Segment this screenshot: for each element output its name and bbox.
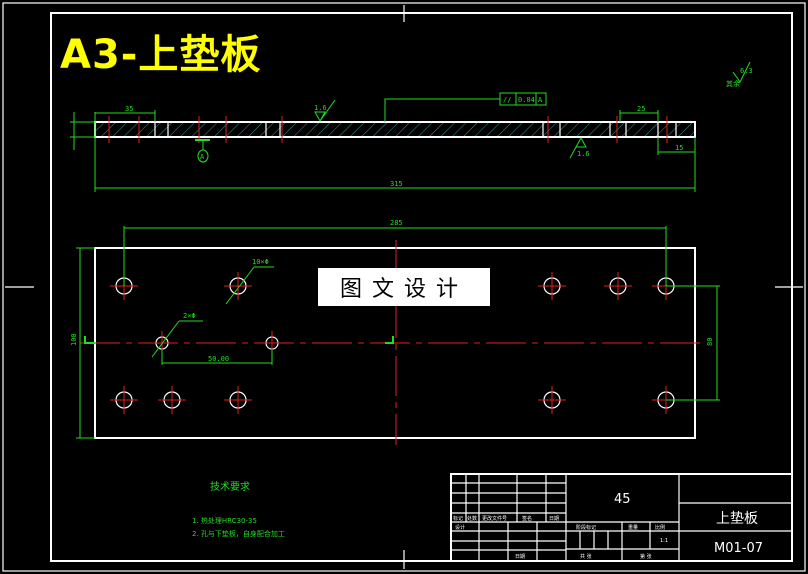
dim-right-length: 25 <box>637 105 645 113</box>
dim-pitch: 50.00 <box>208 355 229 363</box>
dim-height: 100 <box>70 333 78 346</box>
watermark: 图文设计 <box>318 268 490 306</box>
dim-hole-span: 285 <box>390 219 403 227</box>
datum-label: A <box>200 153 205 161</box>
title-block-labels: 标记 处数 更改文件号 签名 日期 设计 日期 阶段标记 重量 比例 共 张 第… <box>453 515 668 560</box>
material: 45 <box>614 492 631 507</box>
svg-text:设计: 设计 <box>455 524 465 531</box>
svg-text:处数: 处数 <box>467 515 477 522</box>
svg-text:比例: 比例 <box>655 524 665 531</box>
roughness-bottom: 1.6 <box>577 150 590 158</box>
svg-text:阶段标记: 阶段标记 <box>576 524 596 531</box>
tech-requirement-1: 1. 热处理HRC30-35 <box>192 517 257 525</box>
svg-text:签名: 签名 <box>522 515 532 522</box>
title-block <box>450 473 793 562</box>
tech-requirement-2: 2. 孔与下垫板，自身配合加工 <box>192 530 285 538</box>
svg-text:日期: 日期 <box>515 554 525 560</box>
scale-value: 1:1 <box>660 538 668 544</box>
dim-right-height: 80 <box>706 338 714 346</box>
drawing-number: M01-07 <box>714 541 763 556</box>
tolerance-symbol: // <box>503 96 511 104</box>
center-marks <box>5 5 803 569</box>
surface-finish-value: 6.3 <box>740 67 753 75</box>
callout-holes-a: 10×Φ <box>252 258 269 266</box>
dim-left-length: 35 <box>125 105 133 113</box>
tolerance-value: 0.04 <box>518 96 535 104</box>
svg-text:共 张: 共 张 <box>580 553 592 560</box>
tolerance-datum: A <box>538 96 543 104</box>
surface-finish-label: 其余 <box>726 79 740 88</box>
dim-end-length: 15 <box>675 144 683 152</box>
svg-text:更改文件号: 更改文件号 <box>482 515 507 522</box>
drawing-title: A3-上垫板 <box>60 32 262 78</box>
svg-text:重量: 重量 <box>628 524 638 531</box>
part-name: 上垫板 <box>716 511 758 527</box>
tech-requirements-heading: 技术要求 <box>210 482 250 493</box>
side-view: 35 25 15 315 1.6 1.6 // 0.04 A A 6.3 其余 <box>70 61 753 192</box>
svg-text:日期: 日期 <box>549 516 559 522</box>
dim-total-length: 315 <box>390 180 403 188</box>
svg-text:标记: 标记 <box>453 515 463 522</box>
svg-text:第 张: 第 张 <box>640 553 652 560</box>
callout-holes-b: 2×Φ <box>183 312 196 320</box>
roughness-top: 1.6 <box>314 104 327 112</box>
top-view: 285 100 50.00 80 10×Φ 2×Φ <box>70 219 720 445</box>
